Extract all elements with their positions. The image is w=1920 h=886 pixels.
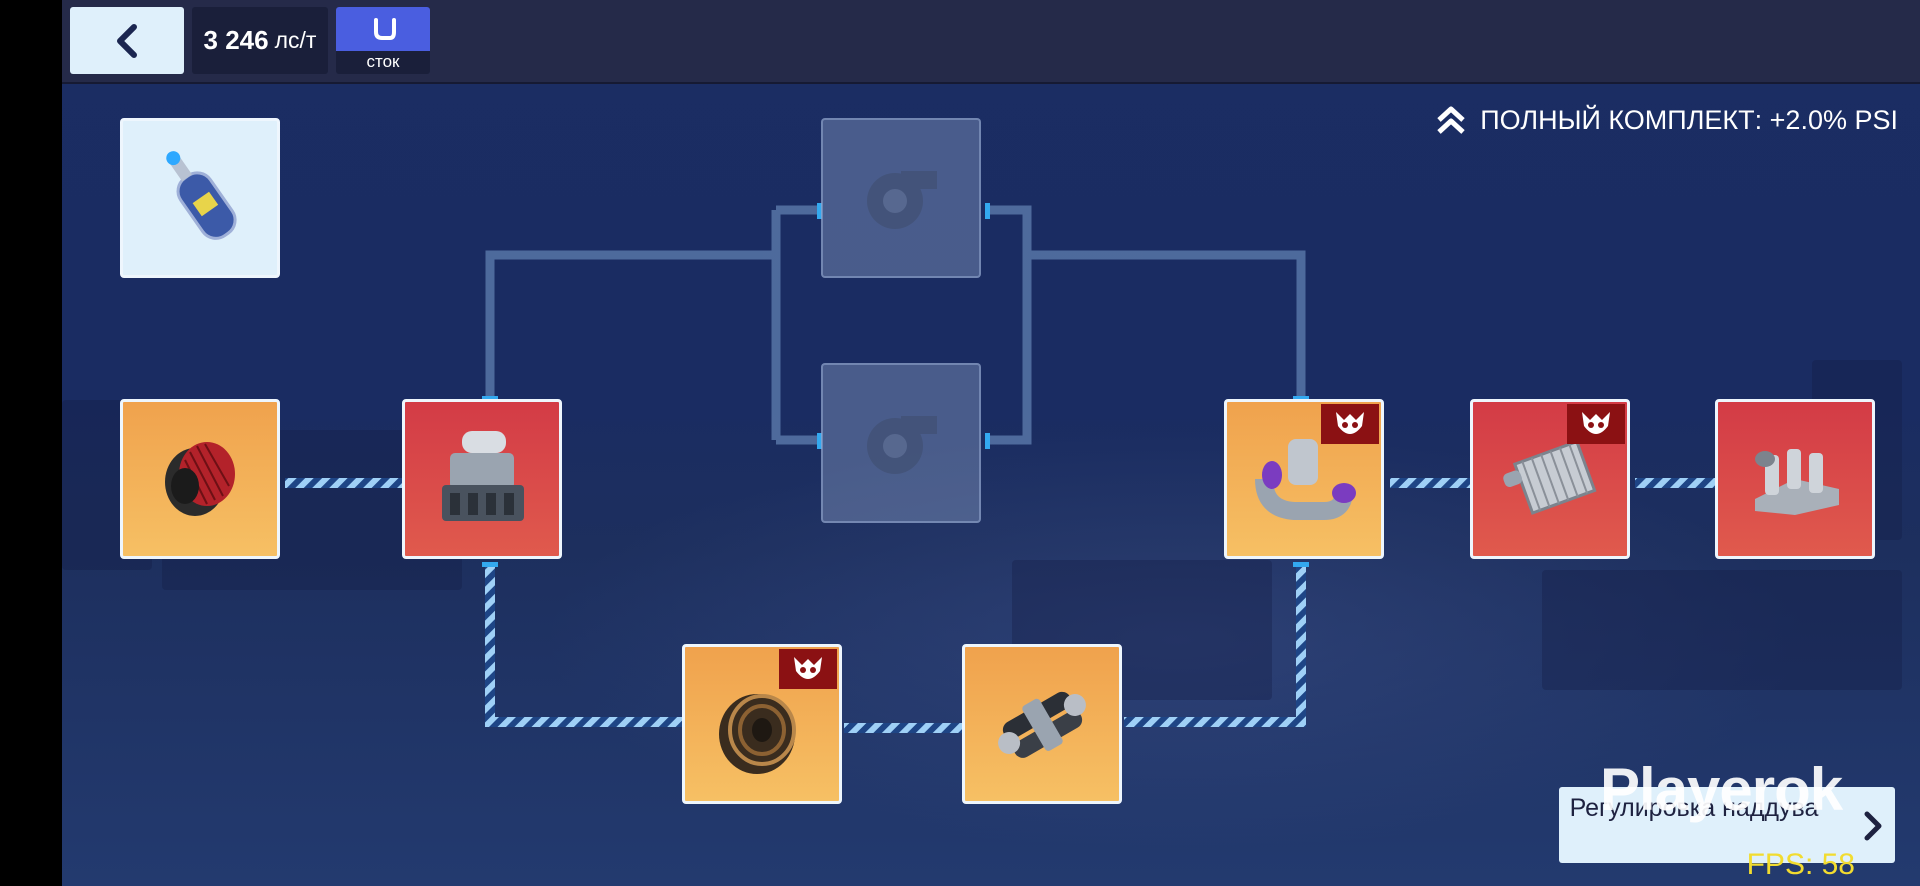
stock-label: сток	[366, 52, 400, 71]
pulley-icon	[719, 694, 796, 774]
chevron-right-icon	[1864, 811, 1882, 841]
part-intake-manifold[interactable]	[1715, 399, 1875, 559]
demon-emblem-badge	[1321, 404, 1379, 444]
back-button[interactable]	[70, 7, 184, 74]
fuel-pump-icon	[998, 691, 1086, 758]
part-intercooler[interactable]	[1470, 399, 1630, 559]
demon-emblem-icon	[1336, 412, 1364, 434]
supercharger-icon	[442, 431, 524, 521]
set-bonus: ПОЛНЫЙ КОМПЛЕКТ: +2.0% PSI	[1436, 104, 1898, 136]
demon-emblem-icon	[794, 657, 822, 679]
part-turbo-slot-1[interactable]	[821, 118, 981, 278]
boost-tuning-label: Регулировка наддува	[1569, 794, 1819, 822]
part-fuel-pump[interactable]	[962, 644, 1122, 804]
power-to-weight: 3 246 лс/т	[192, 7, 328, 74]
part-supercharger[interactable]	[402, 399, 562, 559]
intercooler-icon	[1503, 439, 1597, 515]
turbo-icon	[867, 171, 937, 229]
double-chevron-up-icon	[1437, 106, 1465, 134]
part-nitrous[interactable]	[120, 118, 280, 278]
power-unit: лс/т	[274, 27, 317, 53]
demon-emblem-badge	[779, 649, 837, 689]
stock-button[interactable]: сток	[336, 7, 430, 74]
boost-tuning-button[interactable]: Регулировка наддува	[1559, 787, 1895, 863]
turbo-icon	[867, 416, 937, 474]
part-turbo-pipe[interactable]	[1224, 399, 1384, 559]
set-bonus-label: ПОЛНЫЙ КОМПЛЕКТ: +2.0% PSI	[1480, 104, 1898, 135]
top-bar: 3 246 лс/т сток	[62, 0, 1920, 84]
demon-emblem-badge	[1567, 404, 1625, 444]
tuning-screen: 3 246 лс/т сток ПОЛНЫЙ КОМПЛЕКТ: +2.0% P…	[62, 0, 1920, 886]
chevron-left-icon	[117, 23, 137, 58]
reset-icon	[374, 18, 396, 40]
power-value: 3 246	[203, 25, 269, 55]
air-filter-icon	[165, 442, 235, 516]
intake-manifold-icon	[1755, 449, 1839, 515]
part-turbo-slot-2[interactable]	[821, 363, 981, 523]
nitrous-bottle-icon	[166, 151, 237, 240]
watermark: Playerok	[1600, 756, 1843, 823]
demon-emblem-icon	[1582, 412, 1610, 434]
part-connections	[285, 203, 1717, 733]
part-air-filter[interactable]	[120, 399, 280, 559]
turbo-pipe-icon	[1255, 439, 1356, 520]
part-pulley[interactable]	[682, 644, 842, 804]
fps-counter: FPS: 58	[1746, 848, 1855, 881]
